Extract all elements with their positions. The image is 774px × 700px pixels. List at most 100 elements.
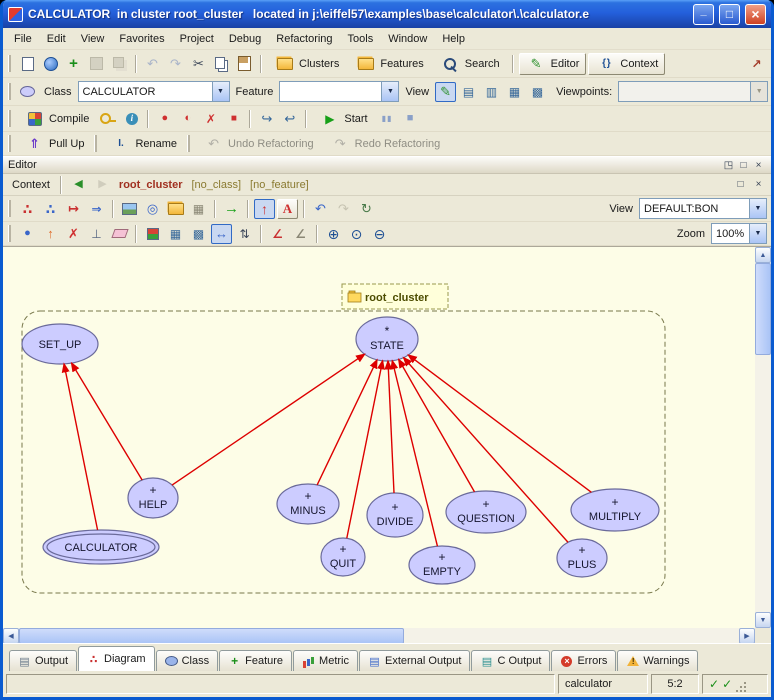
- save-all-icon[interactable]: [109, 54, 130, 74]
- rename-button[interactable]: Rename: [103, 133, 184, 155]
- tab-external-output[interactable]: External Output: [359, 650, 470, 671]
- redo-icon[interactable]: [165, 54, 186, 74]
- editor-button[interactable]: Editor: [519, 53, 587, 75]
- feature-combobox[interactable]: [279, 81, 399, 102]
- scroll-right-icon[interactable]: ▶: [739, 628, 755, 644]
- features-button[interactable]: Features: [348, 53, 430, 75]
- toolbar-overflow-icon[interactable]: [770, 82, 774, 102]
- scroll-down-icon[interactable]: ▼: [755, 612, 771, 628]
- diagram-node-divide[interactable]: +DIVIDE: [367, 493, 423, 537]
- scroll-track[interactable]: [404, 628, 739, 644]
- zoom-fit-icon[interactable]: [346, 224, 367, 244]
- basic-text-view-icon[interactable]: [435, 82, 456, 102]
- toolbar-grip[interactable]: [8, 200, 11, 217]
- save-icon[interactable]: [86, 54, 107, 74]
- pull-up-button[interactable]: Pull Up: [17, 133, 91, 155]
- inheritance-link-tool-icon[interactable]: [86, 199, 107, 219]
- tab-diagram[interactable]: Diagram: [78, 646, 155, 671]
- diagram-node-empty[interactable]: +EMPTY: [409, 546, 475, 584]
- diagram-node-set_up[interactable]: SET_UP: [22, 324, 98, 364]
- anchor-icon[interactable]: [86, 224, 107, 244]
- menu-refactoring[interactable]: Refactoring: [269, 30, 339, 48]
- diagram-svg[interactable]: root_clusterSET_UP*STATE+HELPCALCULATOR+…: [3, 247, 755, 628]
- diagram-node-multiply[interactable]: +MULTIPLY: [571, 489, 659, 531]
- undo-icon[interactable]: [142, 54, 163, 74]
- diagram-node-quit[interactable]: +QUIT: [321, 538, 365, 576]
- client-supplier-link-tool-icon[interactable]: [63, 199, 84, 219]
- maximize-pane-icon[interactable]: □: [733, 178, 748, 192]
- context-cluster-link[interactable]: root_cluster: [116, 179, 186, 191]
- class-combobox[interactable]: CALCULATOR: [78, 81, 230, 102]
- vertical-scroll-thumb[interactable]: [755, 263, 771, 355]
- cut-icon[interactable]: [188, 54, 209, 74]
- close-button[interactable]: [745, 4, 766, 25]
- menu-view[interactable]: View: [74, 30, 112, 48]
- tab-output[interactable]: Output: [9, 650, 77, 671]
- show-labels-icon[interactable]: [277, 199, 298, 219]
- diagram-redo-icon[interactable]: [333, 199, 354, 219]
- viewpoints-combobox[interactable]: [618, 81, 768, 102]
- maximize-pane-icon[interactable]: □: [736, 158, 751, 172]
- toolbar-grip[interactable]: [187, 135, 190, 152]
- zoom-in-icon[interactable]: [323, 224, 344, 244]
- close-pane-icon[interactable]: ×: [751, 178, 766, 192]
- clickable-view-icon[interactable]: [458, 82, 479, 102]
- dropdown-arrow-icon[interactable]: [381, 82, 398, 101]
- snap-to-grid-icon[interactable]: [188, 224, 209, 244]
- project-info-icon[interactable]: [121, 109, 142, 129]
- tab-c-output[interactable]: C Output: [471, 650, 550, 671]
- horizontal-scroll-thumb[interactable]: [19, 628, 404, 644]
- class-color-icon[interactable]: [17, 224, 38, 244]
- history-forward-icon[interactable]: [92, 175, 113, 195]
- stop-icon[interactable]: [400, 109, 421, 129]
- search-button[interactable]: Search: [433, 53, 507, 75]
- dropdown-arrow-icon[interactable]: [749, 199, 766, 218]
- menu-edit[interactable]: Edit: [40, 30, 73, 48]
- new-file-icon[interactable]: [17, 54, 38, 74]
- delete-item-icon[interactable]: [63, 224, 84, 244]
- external-editor-icon[interactable]: [746, 54, 767, 74]
- inheritance-edge-minus-state[interactable]: [317, 360, 377, 485]
- scroll-up-icon[interactable]: ▲: [755, 247, 771, 263]
- dropdown-arrow-icon[interactable]: [212, 82, 229, 101]
- add-class-icon[interactable]: [63, 54, 84, 74]
- diagram-node-plus[interactable]: +PLUS: [557, 539, 607, 577]
- grid-icon[interactable]: [165, 224, 186, 244]
- menu-project[interactable]: Project: [173, 30, 221, 48]
- refresh-diagram-icon[interactable]: [356, 199, 377, 219]
- close-pane-icon[interactable]: ×: [751, 158, 766, 172]
- app-icon[interactable]: [8, 7, 23, 22]
- toggle-angles-icon[interactable]: [267, 224, 288, 244]
- contract-view-icon[interactable]: [504, 82, 525, 102]
- freeze-icon[interactable]: [98, 109, 119, 129]
- diagram-node-state[interactable]: *STATE: [356, 317, 418, 361]
- tab-feature[interactable]: Feature: [219, 650, 292, 671]
- diagram-node-question[interactable]: +QUESTION: [446, 491, 526, 533]
- toolbar-grip[interactable]: [8, 83, 11, 100]
- tab-class[interactable]: Class: [156, 650, 219, 671]
- export-html-icon[interactable]: [142, 199, 163, 219]
- redo-refactoring-button[interactable]: Redo Refactoring: [323, 133, 448, 155]
- horizontal-scrollbar[interactable]: ◀ ▶: [3, 628, 755, 644]
- zoom-combobox[interactable]: 100%: [711, 223, 767, 244]
- menu-window[interactable]: Window: [381, 30, 434, 48]
- spring-layout-icon[interactable]: [211, 224, 232, 244]
- copy-icon[interactable]: [211, 54, 232, 74]
- class-tool-icon[interactable]: [17, 82, 38, 102]
- export-image-icon[interactable]: [119, 199, 140, 219]
- zoom-out-icon[interactable]: [369, 224, 390, 244]
- toolbar-grip[interactable]: [8, 55, 11, 72]
- quick-melt-icon[interactable]: [177, 109, 198, 129]
- diagram-node-minus[interactable]: +MINUS: [277, 484, 339, 524]
- quality-icon[interactable]: [142, 224, 163, 244]
- context-class-link[interactable]: [no_class]: [189, 179, 245, 191]
- diagram-node-calculator[interactable]: CALCULATOR: [43, 530, 159, 564]
- minimize-button[interactable]: [693, 4, 714, 25]
- context-feature-link[interactable]: [no_feature]: [247, 179, 312, 191]
- go-to-target-icon[interactable]: [221, 199, 242, 219]
- eraser-icon[interactable]: [109, 224, 130, 244]
- menu-help[interactable]: Help: [435, 30, 472, 48]
- diagram-canvas[interactable]: root_clusterSET_UP*STATE+HELPCALCULATOR+…: [3, 247, 755, 628]
- maximize-button[interactable]: [719, 4, 740, 25]
- paste-icon[interactable]: [234, 54, 255, 74]
